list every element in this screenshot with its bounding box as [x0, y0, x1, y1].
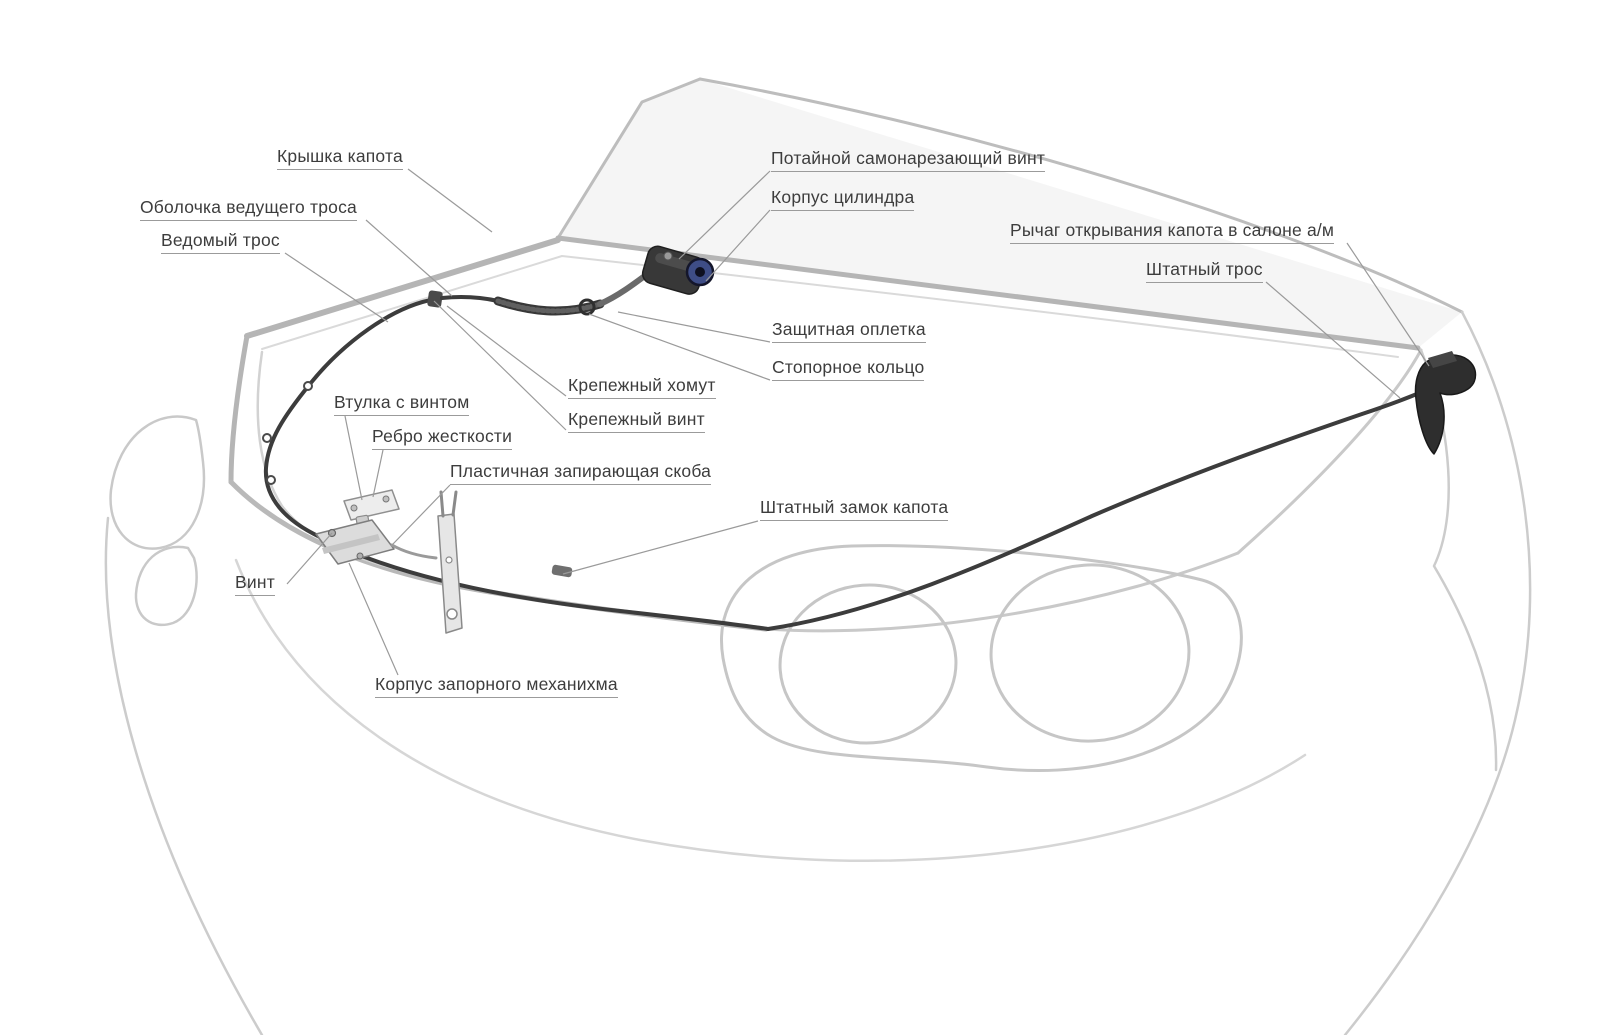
rib-screw: [350, 504, 358, 512]
bracket-hole-small: [445, 556, 453, 564]
a-pillar-line: [556, 77, 702, 240]
stock-lock-fitting: [551, 564, 573, 578]
leader-protective-braid: [617, 311, 771, 343]
bumper-curve: [234, 558, 1307, 863]
label-protective-braid: Защитная оплетка: [772, 319, 926, 343]
leader-screw: [286, 532, 333, 585]
label-stock-cable: Штатный трос: [1146, 259, 1263, 283]
label-plastic-locking-bracket: Пластичная запирающая скоба: [450, 461, 712, 485]
left-shape-upper: [109, 415, 206, 550]
cable-clip: [303, 381, 313, 391]
label-cylinder-body: Корпус цилиндра: [771, 187, 915, 211]
label-locking-mechanism-body: Корпус запорного механихма: [375, 674, 618, 698]
hood-front-edge: [228, 479, 769, 632]
leader-lines: [284, 168, 1430, 676]
label-countersunk-screw: Потайной самонарезающий винт: [771, 148, 1046, 172]
leader-mechanism-body: [348, 562, 399, 676]
leader-hood-cover: [407, 168, 493, 233]
hood-left-edge: [228, 333, 250, 485]
label-mounting-screw: Крепежный винт: [568, 409, 705, 433]
lever-body: [1414, 354, 1477, 455]
leader-cylinder-body: [705, 209, 771, 282]
leader-mounting-clamp: [446, 305, 567, 397]
headlight-lens-left: [778, 583, 958, 745]
braid-texture: [495, 298, 603, 314]
label-driven-cable: Ведомый трос: [161, 230, 280, 254]
label-hood-release-lever: Рычаг открывания капота в салоне а/м: [1010, 220, 1335, 244]
label-stiffening-rib: Ребро жесткости: [372, 426, 513, 450]
rib-screw: [382, 495, 390, 503]
headlight: [720, 544, 1243, 773]
stock-cable-part: [766, 389, 1426, 631]
bracket-prongs: [439, 490, 458, 518]
hood-edge-cable: [360, 554, 770, 631]
leader-stock-hood-lock: [562, 520, 759, 575]
label-mounting-clamp: Крепежный хомут: [568, 375, 716, 399]
cable-thin-section: [440, 295, 500, 303]
left-body-line: [104, 516, 264, 1035]
label-bushing-with-screw: Втулка с винтом: [334, 392, 470, 416]
countersunk-screw-part: [663, 251, 673, 261]
leader-driven-cable: [284, 252, 389, 323]
fender-line: [1236, 348, 1423, 555]
left-shape-lower: [134, 545, 198, 627]
driven-cable-part: [263, 297, 438, 539]
bracket-hole: [446, 608, 458, 620]
lock-bracket: [437, 513, 463, 634]
retaining-ring-part: [578, 298, 596, 316]
windshield-glass: [558, 79, 1462, 348]
leader-stiffening-rib: [372, 449, 384, 498]
plastic-bracket-part: [390, 543, 438, 560]
car-outline: [104, 77, 1532, 1035]
lever-bracket: [1428, 351, 1457, 368]
hood-rear-edge: [244, 237, 561, 339]
leader-drive-cable-sheath: [365, 219, 453, 297]
label-hood-cover: Крышка капота: [277, 146, 403, 170]
mounting-clamp-part: [427, 290, 443, 308]
cable-clip: [262, 433, 272, 443]
leader-countersunk-screw: [678, 170, 771, 260]
roof-curve: [698, 77, 1464, 314]
leader-retaining-ring: [588, 313, 771, 381]
leader-stock-cable: [1265, 281, 1401, 399]
leader-bushing: [344, 415, 363, 501]
hood-edge-right: [764, 551, 1240, 633]
keyhole: [695, 267, 705, 277]
leader-mounting-screw: [433, 300, 567, 431]
headlight-lens-right: [989, 563, 1191, 743]
label-retaining-ring: Стопорное кольцо: [772, 357, 925, 381]
label-drive-cable-sheath: Оболочка ведущего троса: [140, 197, 357, 221]
mechanism-body-slot: [322, 534, 380, 554]
hood-rear-edge-inner: [261, 255, 1399, 358]
cable-assembly: [262, 245, 1477, 634]
leader-hood-release-lever: [1346, 242, 1430, 367]
headlight-outline: [720, 544, 1243, 773]
label-stock-hood-lock: Штатный замок капота: [760, 497, 949, 521]
leader-plastic-bracket: [392, 484, 451, 545]
lock-mechanism: [315, 489, 463, 634]
cable-clip: [266, 475, 276, 485]
body-screw: [356, 552, 364, 560]
release-lever: [1414, 351, 1477, 455]
right-body-line: [1343, 310, 1532, 1035]
windshield-base-line: [555, 235, 1421, 351]
label-screw: Винт: [235, 572, 275, 596]
